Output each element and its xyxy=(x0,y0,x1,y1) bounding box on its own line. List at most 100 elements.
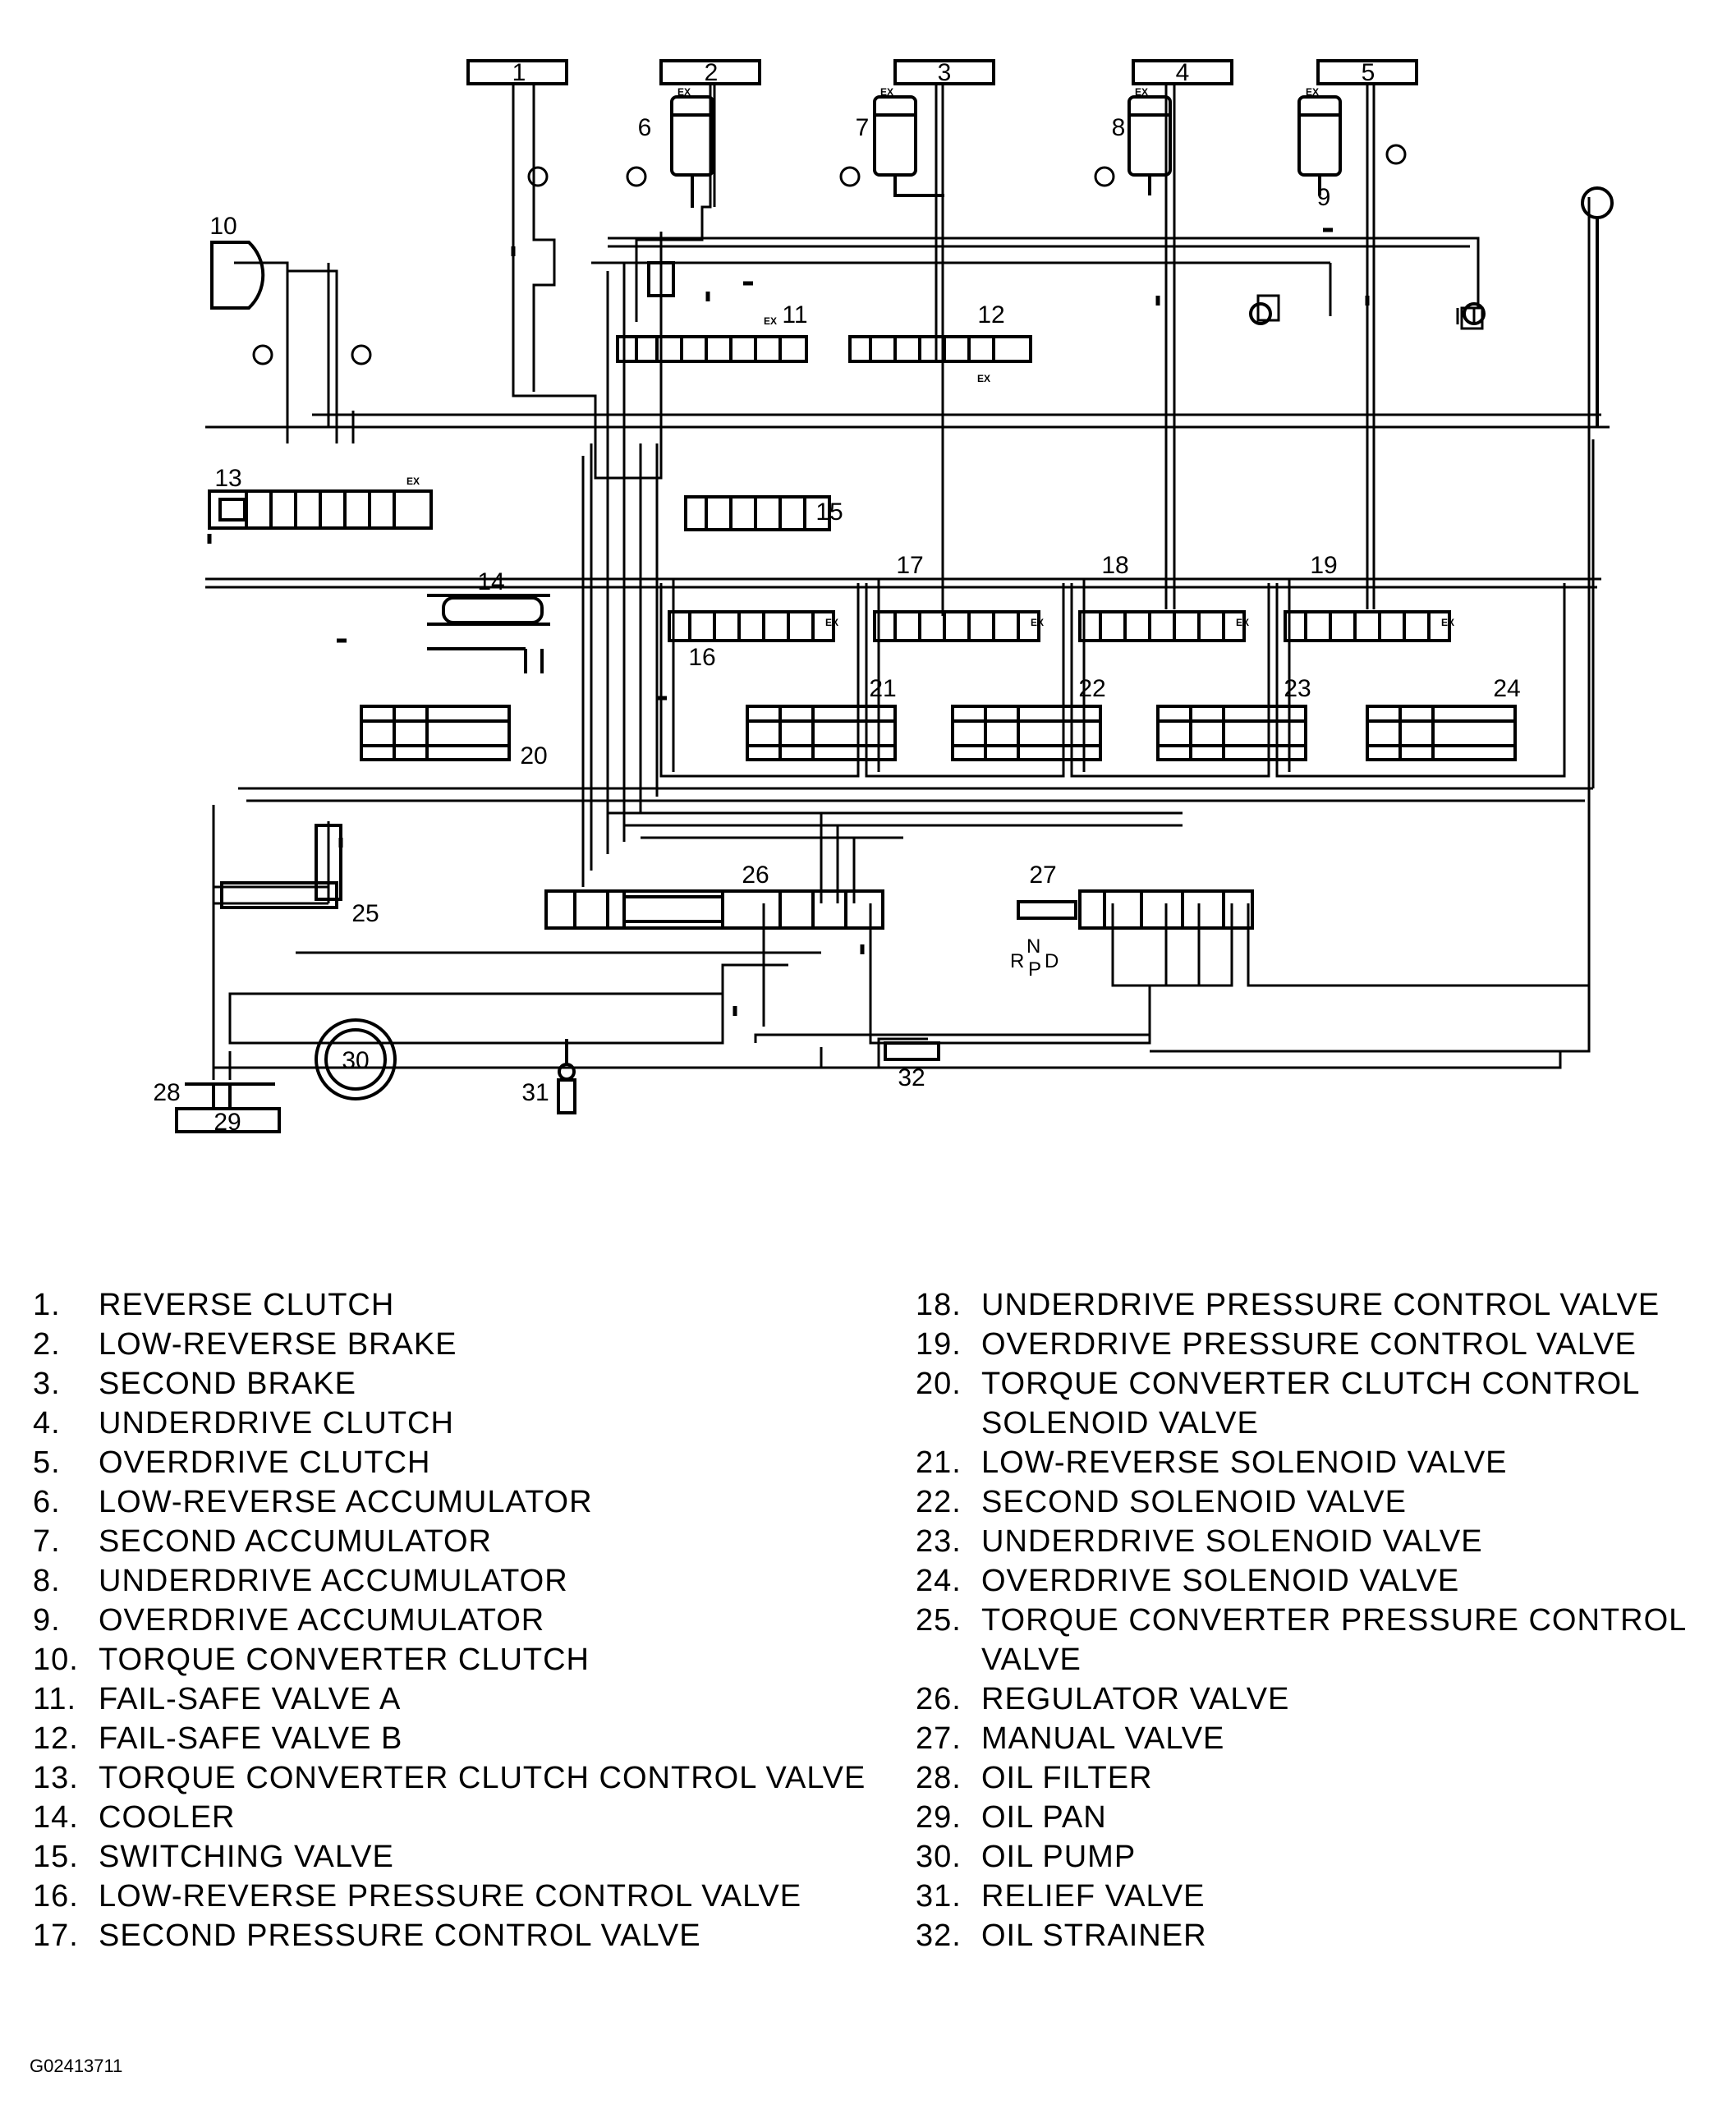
oil-strainer xyxy=(884,1041,940,1061)
legend-number: 1. xyxy=(33,1288,61,1322)
legend-text: SECOND SOLENOID VALVE xyxy=(981,1485,1407,1519)
manual-pos-r: R xyxy=(1010,950,1024,972)
switching-valve xyxy=(684,495,831,531)
legend-text: LOW-REVERSE ACCUMULATOR xyxy=(99,1485,593,1519)
exhaust-label-11: EX xyxy=(764,315,777,327)
callout-13: 13 xyxy=(214,465,241,492)
legend-item: 23. UNDERDRIVE SOLENOID VALVE xyxy=(916,1522,1720,1561)
legend-number: 6. xyxy=(33,1485,61,1519)
legend-item: 32. OIL STRAINER xyxy=(916,1916,1720,1955)
legend-item: 5.OVERDRIVE CLUTCH xyxy=(33,1443,879,1482)
legend-item: 20.TORQUE CONVERTER CLUTCH CONTROL SOLEN… xyxy=(916,1364,1720,1443)
callout-1: 1 xyxy=(512,59,526,86)
legend-text: REGULATOR VALVE xyxy=(981,1682,1290,1716)
tcc-control-solenoid-valve xyxy=(360,705,511,761)
legend-text: LOW-REVERSE BRAKE xyxy=(99,1327,457,1362)
legend-number: 15. xyxy=(33,1840,79,1874)
callout-29: 29 xyxy=(214,1109,241,1136)
legend-item: 24. OVERDRIVE SOLENOID VALVE xyxy=(916,1561,1720,1601)
legend-number: 29. xyxy=(916,1800,962,1835)
legend-text: SECOND BRAKE xyxy=(99,1367,356,1401)
callout-32: 32 xyxy=(898,1064,925,1091)
legend-text: LOW-REVERSE PRESSURE CONTROL VALVE xyxy=(99,1879,802,1914)
callout-16: 16 xyxy=(688,644,715,671)
legend-number: 12. xyxy=(33,1721,79,1756)
legend-text: FAIL-SAFE VALVE B xyxy=(99,1721,403,1756)
legend-number: 28. xyxy=(916,1761,962,1795)
exhaust-label-12: EX xyxy=(977,373,990,384)
legend-number: 8. xyxy=(33,1564,61,1598)
fail-safe-valve-a xyxy=(616,261,808,363)
exhaust-label-13: EX xyxy=(406,476,420,487)
legend-text: TORQUE CONVERTER CLUTCH CONTROL VALVE xyxy=(99,1761,866,1795)
callout-7: 7 xyxy=(856,114,870,141)
exhaust-label-18: EX xyxy=(1236,617,1249,628)
overdrive-pressure-control-valve xyxy=(1284,610,1451,642)
legend-text: LOW-REVERSE SOLENOID VALVE xyxy=(981,1445,1508,1480)
underdrive-clutch-box xyxy=(1132,59,1233,85)
callout-30: 30 xyxy=(342,1047,369,1074)
callout-12: 12 xyxy=(977,301,1004,329)
second-solenoid-valve xyxy=(951,705,1102,761)
legend-text: UNDERDRIVE SOLENOID VALVE xyxy=(981,1524,1483,1559)
callout-20: 20 xyxy=(520,742,547,770)
legend-number: 14. xyxy=(33,1800,79,1835)
legend-number: 4. xyxy=(33,1406,61,1440)
hydraulic-lines xyxy=(205,84,1610,1080)
legend-text: COOLER xyxy=(99,1800,236,1835)
legend-text: RELIEF VALVE xyxy=(981,1879,1206,1914)
legend-number: 32. xyxy=(916,1918,962,1953)
legend-item: 8. UNDERDRIVE ACCUMULATOR xyxy=(33,1561,879,1601)
pressure-check-port-icons xyxy=(252,144,1407,365)
legend-item: 30.OIL PUMP xyxy=(916,1837,1720,1877)
legend-item: 22.SECOND SOLENOID VALVE xyxy=(916,1482,1720,1522)
legend-number: 13. xyxy=(33,1761,79,1795)
callout-21: 21 xyxy=(869,675,896,702)
callout-10: 10 xyxy=(209,213,237,240)
legend-number: 3. xyxy=(33,1367,61,1401)
legend-text: SECOND ACCUMULATOR xyxy=(99,1524,492,1559)
callout-8: 8 xyxy=(1112,114,1126,141)
callout-6: 6 xyxy=(638,114,652,141)
legend-number: 24. xyxy=(916,1564,962,1598)
callout-14: 14 xyxy=(477,568,504,595)
exhaust-label-17: EX xyxy=(1031,617,1044,628)
callout-4: 4 xyxy=(1176,59,1190,86)
legend-text: UNDERDRIVE PRESSURE CONTROL VALVE xyxy=(981,1288,1660,1322)
legend-item: 14. COOLER xyxy=(33,1798,879,1837)
underdrive-accumulator xyxy=(1127,95,1172,195)
legend-text: OIL FILTER xyxy=(981,1761,1153,1795)
torque-converter-pressure-control-valve xyxy=(220,824,342,909)
legend-text: OIL STRAINER xyxy=(981,1918,1207,1953)
second-accumulator xyxy=(873,95,944,197)
legend-item: 12. FAIL-SAFE VALVE B xyxy=(33,1719,879,1758)
legend-number: 11. xyxy=(33,1682,77,1716)
second-pressure-control-valve xyxy=(873,610,1040,642)
legend-text: UNDERDRIVE ACCUMULATOR xyxy=(99,1564,568,1598)
legend-item: 2. LOW-REVERSE BRAKE xyxy=(33,1325,879,1364)
callout-2: 2 xyxy=(705,59,719,86)
legend-number: 16. xyxy=(33,1879,79,1914)
manual-pos-d: D xyxy=(1045,950,1059,972)
legend-number: 19. xyxy=(916,1327,962,1362)
callout-9: 9 xyxy=(1317,184,1331,211)
legend-item: 17.SECOND PRESSURE CONTROL VALVE xyxy=(33,1916,879,1955)
legend-text: OIL PAN xyxy=(981,1800,1107,1835)
legend-number: 25. xyxy=(916,1603,962,1638)
legend-item: 1.REVERSE CLUTCH xyxy=(33,1285,879,1325)
reverse-clutch-box xyxy=(466,59,568,85)
callout-15: 15 xyxy=(815,499,843,526)
legend-item: 16. LOW-REVERSE PRESSURE CONTROL VALVE xyxy=(33,1877,879,1916)
legend-number: 5. xyxy=(33,1445,61,1480)
second-brake-box xyxy=(893,59,995,85)
legend-number: 2. xyxy=(33,1327,61,1362)
legend-number: 23. xyxy=(916,1524,962,1559)
callout-28: 28 xyxy=(153,1079,180,1106)
legend-item: 27.MANUAL VALVE xyxy=(916,1719,1720,1758)
legend-text: OVERDRIVE SOLENOID VALVE xyxy=(981,1564,1460,1598)
oil-pump-inner xyxy=(324,1028,387,1091)
callout-23: 23 xyxy=(1284,675,1311,702)
manual-pos-n: N xyxy=(1026,935,1040,958)
